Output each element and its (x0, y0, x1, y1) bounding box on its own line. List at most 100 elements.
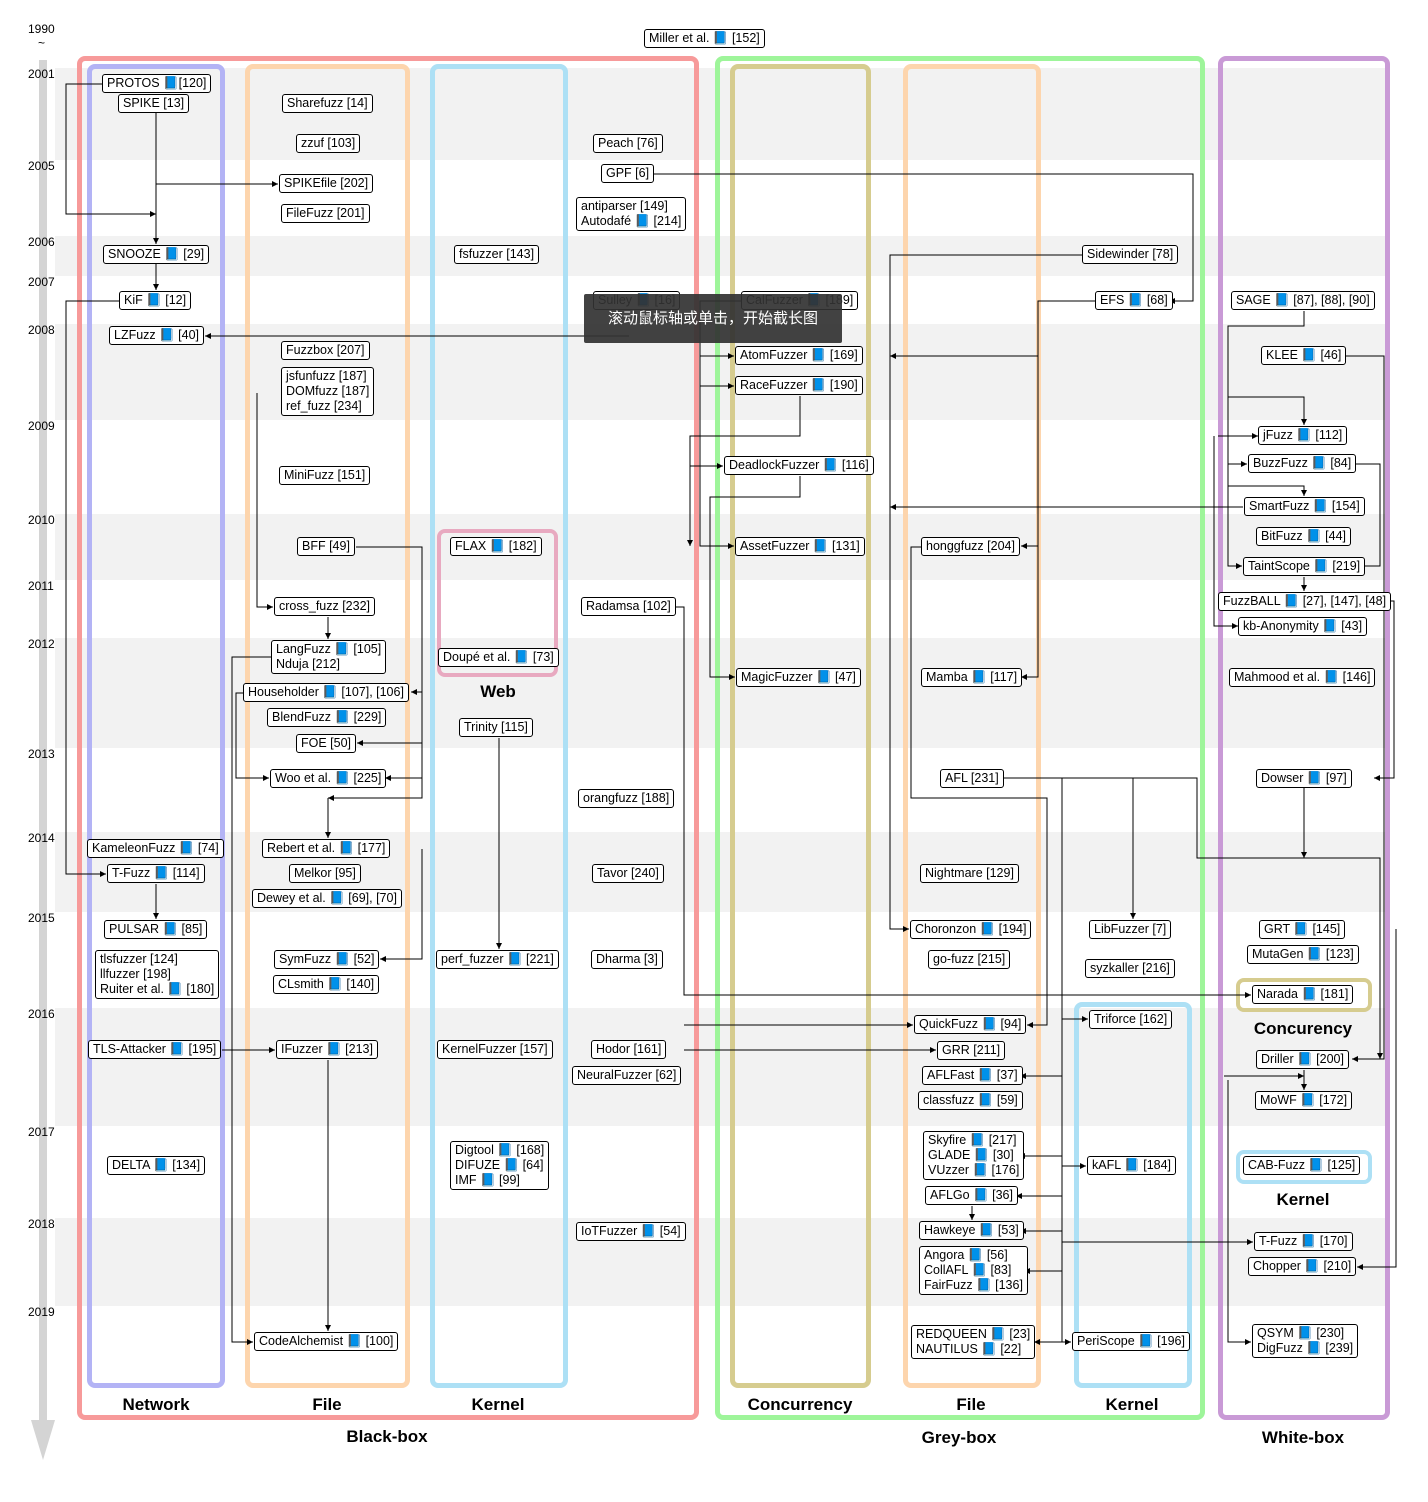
node-angora[interactable]: Angora 📘 [56]CollAFL 📘 [83]FairFuzz 📘 [1… (919, 1246, 1028, 1295)
node-trinity[interactable]: Trinity [115] (459, 718, 533, 737)
node-dewey[interactable]: Dewey et al. 📘 [69], [70] (252, 889, 402, 908)
node-fuzzball[interactable]: FuzzBALL 📘 [27], [147], [48] (1218, 592, 1392, 611)
node-crossfuzz[interactable]: cross_fuzz [232] (274, 597, 376, 616)
node-bitfuzz[interactable]: BitFuzz 📘 [44] (1256, 527, 1352, 546)
node-classfuzz[interactable]: classfuzz 📘 [59] (918, 1091, 1023, 1110)
node-symfuzz[interactable]: SymFuzz 📘 [52] (274, 950, 380, 969)
node-bff[interactable]: BFF [49] (297, 537, 355, 556)
node-jfuzz[interactable]: jFuzz 📘 [112] (1258, 426, 1348, 445)
node-triforce[interactable]: Triforce [162] (1089, 1010, 1173, 1029)
node-kbanon[interactable]: kb-Anonymity 📘 [43] (1238, 617, 1368, 636)
node-chopper[interactable]: Chopper 📘 [210] (1248, 1257, 1357, 1276)
node-lzfuzz[interactable]: LZFuzz 📘 [40] (109, 326, 205, 345)
node-gofuzz[interactable]: go-fuzz [215] (928, 950, 1011, 969)
node-neuralfuzzer[interactable]: NeuralFuzzer [62] (572, 1066, 682, 1085)
node-perffuzzer[interactable]: perf_fuzzer 📘 [221] (436, 950, 559, 969)
node-langfuzz[interactable]: LangFuzz 📘 [105]Nduja [212] (271, 640, 387, 674)
node-melkor[interactable]: Melkor [95] (289, 864, 361, 883)
node-hodor[interactable]: Hodor [161] (591, 1040, 667, 1059)
node-aflfast[interactable]: AFLFast 📘 [37] (922, 1066, 1023, 1085)
node-doupe[interactable]: Doupé et al. 📘 [73] (438, 648, 559, 667)
node-libfuzzer[interactable]: LibFuzzer [7] (1089, 920, 1172, 939)
node-tlsfuzzer[interactable]: tlsfuzzer [124]llfuzzer [198]Ruiter et a… (95, 950, 220, 999)
node-aflgo[interactable]: AFLGo 📘 [36] (925, 1186, 1018, 1205)
node-skyfire[interactable]: Skyfire 📘 [217]GLADE 📘 [30]VUzzer 📘 [176… (923, 1131, 1025, 1180)
node-atomfuzzer[interactable]: AtomFuzzer 📘 [169] (735, 346, 863, 365)
node-assetfuzzer[interactable]: AssetFuzzer 📘 [131] (735, 537, 865, 556)
node-sage[interactable]: SAGE 📘 [87], [88], [90] (1231, 291, 1375, 310)
node-peach[interactable]: Peach [76] (593, 134, 663, 153)
node-label: FairFuzz 📘 [136] (924, 1278, 1023, 1292)
node-mahmood[interactable]: Mahmood et al. 📘 [146] (1229, 668, 1376, 687)
node-qsym[interactable]: QSYM 📘 [230]DigFuzz 📘 [239] (1252, 1324, 1359, 1358)
node-hawkeye[interactable]: Hawkeye 📘 [53] (919, 1221, 1024, 1240)
node-orangfuzz[interactable]: orangfuzz [188] (578, 789, 675, 808)
node-minifuzz[interactable]: MiniFuzz [151] (279, 466, 371, 485)
node-tavor[interactable]: Tavor [240] (592, 864, 664, 883)
node-kameleon[interactable]: KameleonFuzz 📘 [74] (87, 839, 224, 858)
node-afl[interactable]: AFL [231] (940, 769, 1004, 788)
node-fuzzbox[interactable]: Fuzzbox [207] (281, 341, 370, 360)
node-pulsar[interactable]: PULSAR 📘 [85] (104, 920, 208, 939)
node-dowser[interactable]: Dowser 📘 [97] (1256, 769, 1352, 788)
node-sharefuzz[interactable]: Sharefuzz [14] (282, 94, 373, 113)
node-quickfuzz[interactable]: QuickFuzz 📘 [94] (914, 1015, 1027, 1034)
node-grt[interactable]: GRT 📘 [145] (1259, 920, 1346, 939)
node-tfuzz2[interactable]: T-Fuzz 📘 [170] (1254, 1232, 1353, 1251)
node-efs[interactable]: EFS 📘 [68] (1095, 291, 1173, 310)
node-nightmare[interactable]: Nightmare [129] (920, 864, 1019, 883)
node-magicfuzzer[interactable]: MagicFuzzer 📘 [47] (736, 668, 861, 687)
node-dharma[interactable]: Dharma [3] (591, 950, 663, 969)
node-label: AssetFuzzer 📘 [131] (740, 539, 860, 553)
node-buzzfuzz[interactable]: BuzzFuzz 📘 [84] (1248, 454, 1357, 473)
node-tfuzz1[interactable]: T-Fuzz 📘 [114] (107, 864, 205, 883)
node-jsfunfuzz[interactable]: jsfunfuzz [187]DOMfuzz [187]ref_fuzz [23… (281, 367, 375, 416)
node-snooze[interactable]: SNOOZE 📘 [29] (103, 245, 210, 264)
node-mutagen[interactable]: MutaGen 📘 [123] (1247, 945, 1359, 964)
node-radamsa[interactable]: Radamsa [102] (581, 597, 676, 616)
node-ifuzzer[interactable]: IFuzzer 📘 [213] (276, 1040, 378, 1059)
node-mowf[interactable]: MoWF 📘 [172] (1255, 1091, 1353, 1110)
node-flax[interactable]: FLAX 📘 [182] (450, 537, 542, 556)
node-kafl[interactable]: kAFL 📘 [184] (1087, 1156, 1177, 1175)
node-zzuf[interactable]: zzuf [103] (296, 134, 361, 153)
node-syzkaller[interactable]: syzkaller [216] (1085, 959, 1175, 978)
node-grr[interactable]: GRR [211] (937, 1041, 1006, 1060)
node-kernelfuzzer[interactable]: KernelFuzzer [157] (437, 1040, 553, 1059)
node-cabfuzz[interactable]: CAB-Fuzz 📘 [125] (1243, 1156, 1361, 1175)
node-kif[interactable]: KiF 📘 [12] (119, 291, 192, 310)
node-clsmith[interactable]: CLsmith 📘 [140] (273, 975, 380, 994)
node-gpf[interactable]: GPF [6] (601, 164, 655, 183)
node-driller[interactable]: Driller 📘 [200] (1256, 1050, 1349, 1069)
node-chorozon[interactable]: Choronzon 📘 [194] (910, 920, 1032, 939)
node-filefuzz[interactable]: FileFuzz [201] (281, 204, 370, 223)
node-tlsattacker[interactable]: TLS-Attacker 📘 [195] (88, 1040, 222, 1059)
node-antiparser[interactable]: antiparser [149]Autodafé 📘 [214] (576, 197, 687, 231)
node-klee[interactable]: KLEE 📘 [46] (1261, 346, 1347, 365)
node-periscope[interactable]: PeriScope 📘 [196] (1072, 1332, 1190, 1351)
node-spikefile[interactable]: SPIKEfile [202] (279, 174, 374, 193)
node-digtool[interactable]: Digtool 📘 [168]DIFUZE 📘 [64]IMF 📘 [99] (450, 1141, 550, 1190)
node-protos[interactable]: PROTOS 📘[120] (102, 74, 212, 93)
node-codealchemist[interactable]: CodeAlchemist 📘 [100] (254, 1332, 399, 1351)
node-label: NAUTILUS 📘 [22] (916, 1342, 1022, 1356)
node-sidewinder[interactable]: Sidewinder [78] (1082, 245, 1179, 264)
node-miller[interactable]: Miller et al. 📘 [152] (644, 29, 765, 48)
node-delta[interactable]: DELTA 📘 [134] (107, 1156, 206, 1175)
node-deadlockfuzzer[interactable]: DeadlockFuzzer 📘 [116] (724, 456, 874, 475)
node-rebert[interactable]: Rebert et al. 📘 [177] (262, 839, 391, 858)
node-woo[interactable]: Woo et al. 📘 [225] (270, 769, 387, 788)
node-racefuzzer[interactable]: RaceFuzzer 📘 [190] (735, 376, 863, 395)
node-redqueen[interactable]: REDQUEEN 📘 [23]NAUTILUS 📘 [22] (911, 1325, 1036, 1359)
node-householder[interactable]: Householder 📘 [107], [106] (243, 683, 409, 702)
node-smartfuzz[interactable]: SmartFuzz 📘 [154] (1244, 497, 1365, 516)
node-honggfuzz[interactable]: honggfuzz [204] (921, 537, 1020, 556)
node-iotfuzzer[interactable]: IoTFuzzer 📘 [54] (576, 1222, 686, 1241)
node-foe[interactable]: FOE [50] (296, 734, 357, 753)
node-narada[interactable]: Narada 📘 [181] (1252, 985, 1354, 1004)
node-taintscope[interactable]: TaintScope 📘 [219] (1243, 557, 1366, 576)
node-mamba[interactable]: Mamba 📘 [117] (921, 668, 1023, 687)
node-fsfuzzer[interactable]: fsfuzzer [143] (454, 245, 540, 264)
node-blendfuzz[interactable]: BlendFuzz 📘 [229] (267, 708, 387, 727)
node-spike[interactable]: SPIKE [13] (118, 94, 190, 113)
